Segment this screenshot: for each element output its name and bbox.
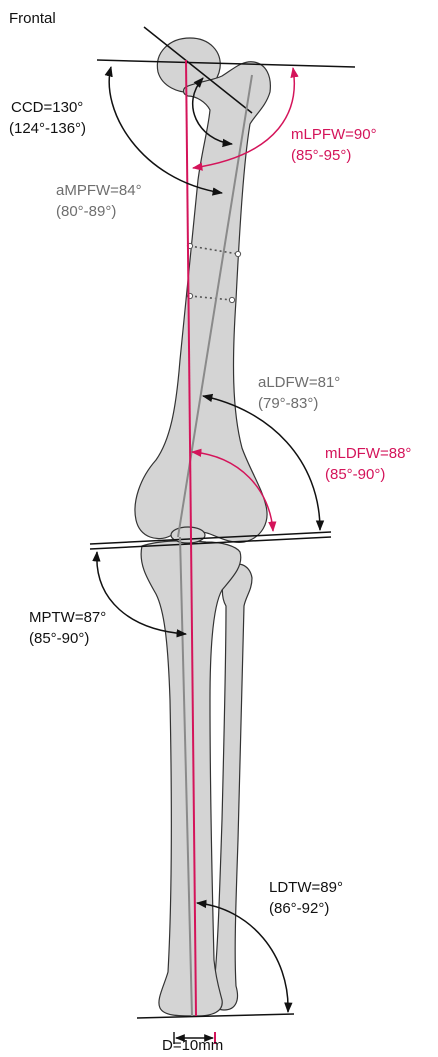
mldfw-angle-label: mLDFW=88° [325,445,412,462]
mlpfw-arc [191,66,299,171]
ldtw-angle-label: LDTW=89° [269,879,343,896]
mlpfw-angle-label: mLPFW=90° [291,126,377,143]
aldfw-range-label: (79°-83°) [258,395,319,412]
mptw-range-label: (85°-90°) [29,630,90,647]
ampfw-angle-label: aMPFW=84° [56,182,142,199]
distance-marker [173,1032,216,1044]
aldfw-angle-label: aLDFW=81° [258,374,341,391]
fibula-bone [212,563,253,1011]
mldfw-range-label: (85°-90°) [325,466,386,483]
ccd-angle-label: CCD=130° [11,99,84,116]
hip-reference-line [96,59,356,68]
femur-shaft [134,61,271,543]
patella [170,526,206,544]
mlpfw-range-label: (85°-95°) [291,147,352,164]
distance-label: D=10mm [162,1037,224,1054]
knee-joint-line-lower [89,536,332,550]
view-title: Frontal [9,10,56,27]
fibula [212,563,253,1011]
mptw-angle-label: MPTW=87° [29,609,107,626]
ccd-range-label: (124°-136°) [9,120,87,137]
knee-joint-line-upper [89,531,332,545]
ldtw-range-label: (86°-92°) [269,900,330,917]
ankle-joint-line [136,1013,295,1019]
mechanical-axis [185,59,197,1017]
mldfw-arc [190,448,277,533]
ccd-arc [104,65,224,196]
aldfw-arc [201,393,325,532]
ampfw-range-label: (80°-89°) [56,203,117,220]
mptw-arc [92,550,188,638]
femur [134,37,271,543]
ldtw-arc [195,899,293,1014]
